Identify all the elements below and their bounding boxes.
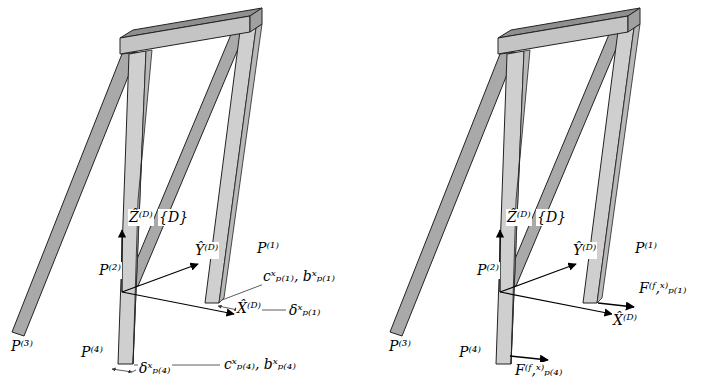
math-label: P⁽²⁾ [98, 262, 122, 279]
math-label: cˣₚ₍₁₎, bˣₚ₍₁₎ [262, 268, 336, 285]
math-label: P⁽¹⁾ [634, 240, 658, 257]
math-label: δˣₚ₍₄₎ [138, 360, 172, 377]
math-label: P⁽³⁾ [10, 338, 34, 355]
math-label: Ẑ⁽ᴰ⁾ [506, 209, 532, 226]
math-label: F⁽ᶠ,ˣ⁾ₚ₍₁₎ [638, 280, 687, 297]
math-label: Ŷ⁽ᴰ⁾ [572, 242, 597, 259]
math-label: P⁽¹⁾ [256, 240, 280, 257]
math-label: P⁽⁴⁾ [458, 344, 482, 361]
math-label: {D} [158, 209, 189, 226]
math-label: X̂⁽ᴰ⁾ [612, 312, 638, 329]
math-label: P⁽⁴⁾ [80, 344, 104, 361]
math-label: Ẑ⁽ᴰ⁾ [128, 209, 154, 226]
math-label: P⁽²⁾ [476, 262, 500, 279]
math-label: {D} [536, 209, 567, 226]
math-label: cˣₚ₍₄₎, bˣₚ₍₄₎ [223, 356, 297, 373]
math-label: X̂⁽ᴰ⁾ [236, 300, 262, 317]
frame-right [390, 8, 640, 364]
math-label: P⁽³⁾ [388, 338, 412, 355]
frame-left [12, 8, 262, 364]
math-label: δˣₚ₍₁₎ [288, 302, 322, 319]
math-label: F⁽ᶠ,ˣ⁾ₚ₍₄₎ [514, 362, 563, 379]
math-label: Ŷ⁽ᴰ⁾ [194, 242, 219, 259]
